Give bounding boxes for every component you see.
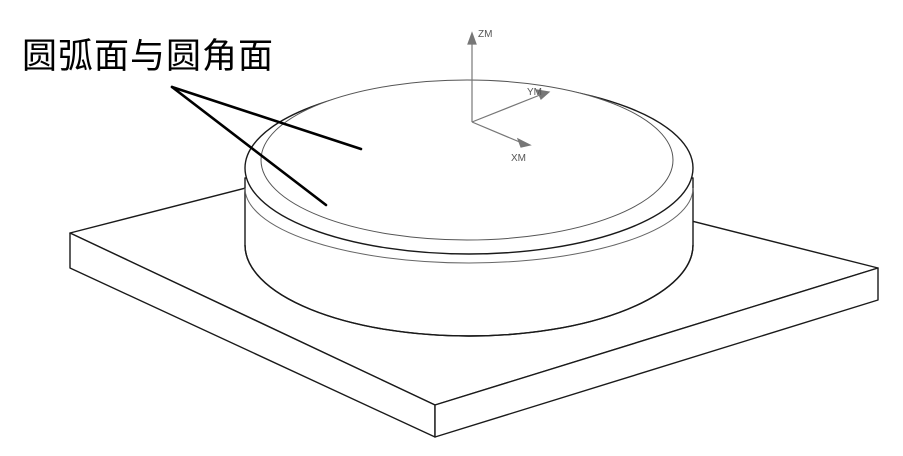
leader-line-fillet <box>170 85 328 207</box>
cylinder <box>244 79 694 337</box>
leader-line-top-face <box>170 85 363 151</box>
callout-label: 圆弧面与圆角面 <box>22 37 275 77</box>
top-arc-face <box>260 79 674 241</box>
y-axis-arrow-icon <box>535 89 551 100</box>
cylinder-bottom-edge <box>244 244 694 337</box>
x-axis-line <box>471 121 523 144</box>
y-axis-label: YM <box>527 87 542 98</box>
axes-triad <box>467 31 551 148</box>
y-axis-line <box>471 94 541 123</box>
x-axis-arrow-icon <box>516 137 532 148</box>
callout-leaders <box>170 85 363 207</box>
z-axis-arrow-icon <box>467 31 477 45</box>
base-plate-right-face <box>434 267 879 438</box>
x-axis-label: XM <box>511 153 526 164</box>
fillet-lower-silhouette <box>244 187 694 264</box>
z-axis-label: ZM <box>478 29 492 40</box>
